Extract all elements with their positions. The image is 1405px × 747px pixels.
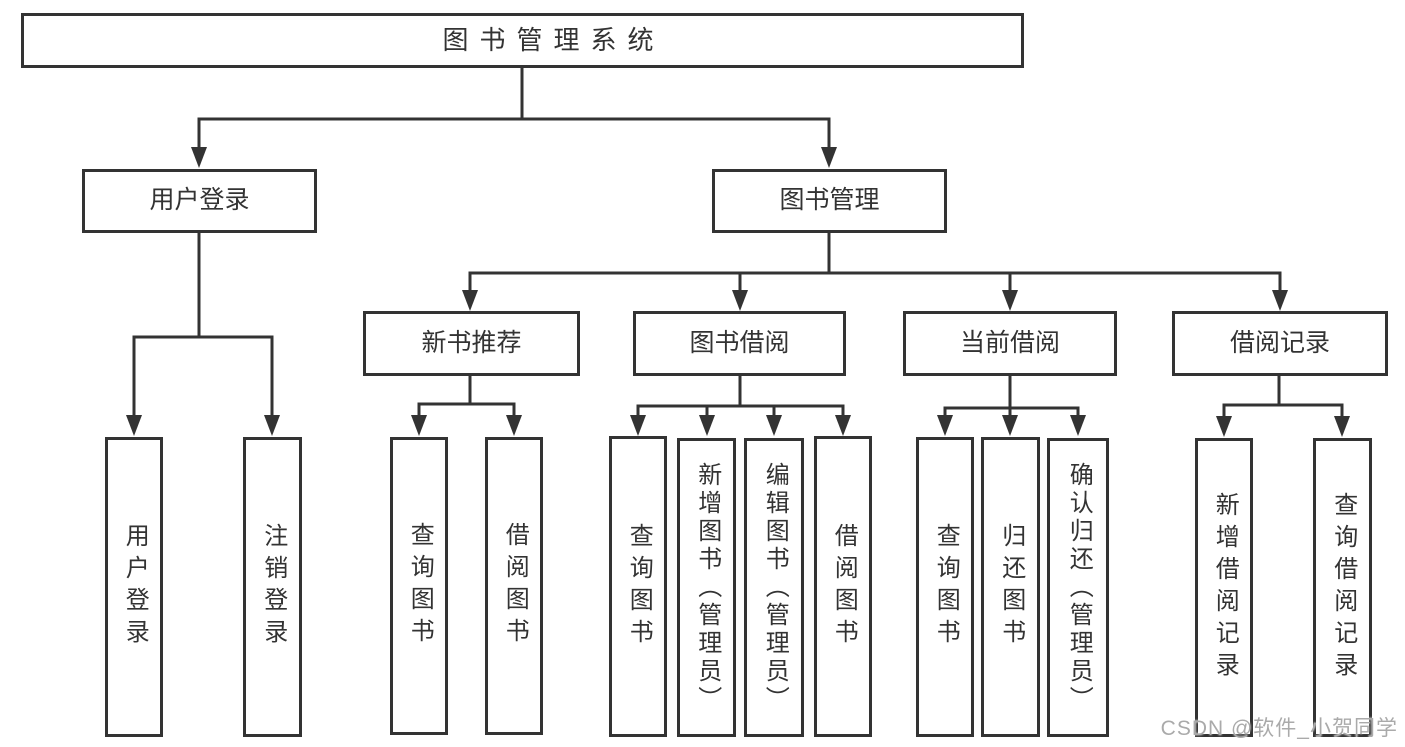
arrowhead <box>937 415 953 436</box>
node-leaf-logout-login: 注销登录 <box>243 437 302 737</box>
arrowhead <box>1272 290 1288 311</box>
arrowhead <box>506 415 522 436</box>
arrowhead <box>1002 290 1018 311</box>
node-user-login: 用户登录 <box>82 169 317 233</box>
arrowhead <box>732 290 748 311</box>
edge-book-borrow-to-leaves <box>636 375 845 420</box>
node-book-management: 图书管理 <box>712 169 947 233</box>
edge-book-mgmt-to-level2 <box>468 233 1282 295</box>
node-borrowing-borrow-books: 借阅图书 <box>814 436 872 737</box>
node-recommend-borrow-books: 借阅图书 <box>485 437 543 735</box>
node-current-return-books: 归还图书 <box>981 437 1040 737</box>
node-new-book-recommend: 新书推荐 <box>363 311 580 376</box>
node-recommend-query-books: 查询图书 <box>390 437 448 735</box>
node-borrowing-query-books: 查询图书 <box>609 436 667 737</box>
csdn-watermark: CSDN @软件_小贺同学 <box>1160 717 1398 740</box>
node-borrowing-add-books-admin: 新增图书（管理员） <box>677 438 736 737</box>
arrowhead <box>1334 416 1350 437</box>
arrowhead <box>191 147 207 168</box>
arrowhead <box>462 290 478 311</box>
edge-current-borrow-to-leaves <box>943 375 1080 420</box>
arrowhead <box>835 415 851 436</box>
arrowhead <box>821 147 837 168</box>
edge-borrow-record-to-leaves <box>1222 375 1344 421</box>
node-records-add-record: 新增借阅记录 <box>1195 438 1253 737</box>
node-leaf-user-login: 用户登录 <box>105 437 163 737</box>
node-current-query-books: 查询图书 <box>916 437 974 737</box>
arrowhead <box>1070 415 1086 436</box>
arrowhead <box>264 415 280 436</box>
edge-root-to-level1 <box>197 68 831 152</box>
node-current-confirm-return-admin: 确认归还（管理员） <box>1047 438 1109 737</box>
arrowhead <box>630 415 646 436</box>
node-borrow-records: 借阅记录 <box>1172 311 1388 376</box>
arrowhead <box>1216 416 1232 437</box>
arrowhead <box>1002 415 1018 436</box>
edge-user-login-to-leaves <box>132 233 274 420</box>
node-current-borrowing: 当前借阅 <box>903 311 1117 376</box>
arrowhead <box>699 415 715 436</box>
edge-new-book-to-leaves <box>417 375 516 420</box>
arrowhead <box>126 415 142 436</box>
node-borrowing-edit-books-admin: 编辑图书（管理员） <box>744 438 804 737</box>
node-records-query-record: 查询借阅记录 <box>1313 438 1372 737</box>
arrowhead <box>766 415 782 436</box>
node-library-system: 图书管理系统 <box>21 13 1024 68</box>
node-book-borrowing: 图书借阅 <box>633 311 846 376</box>
arrowhead <box>411 415 427 436</box>
